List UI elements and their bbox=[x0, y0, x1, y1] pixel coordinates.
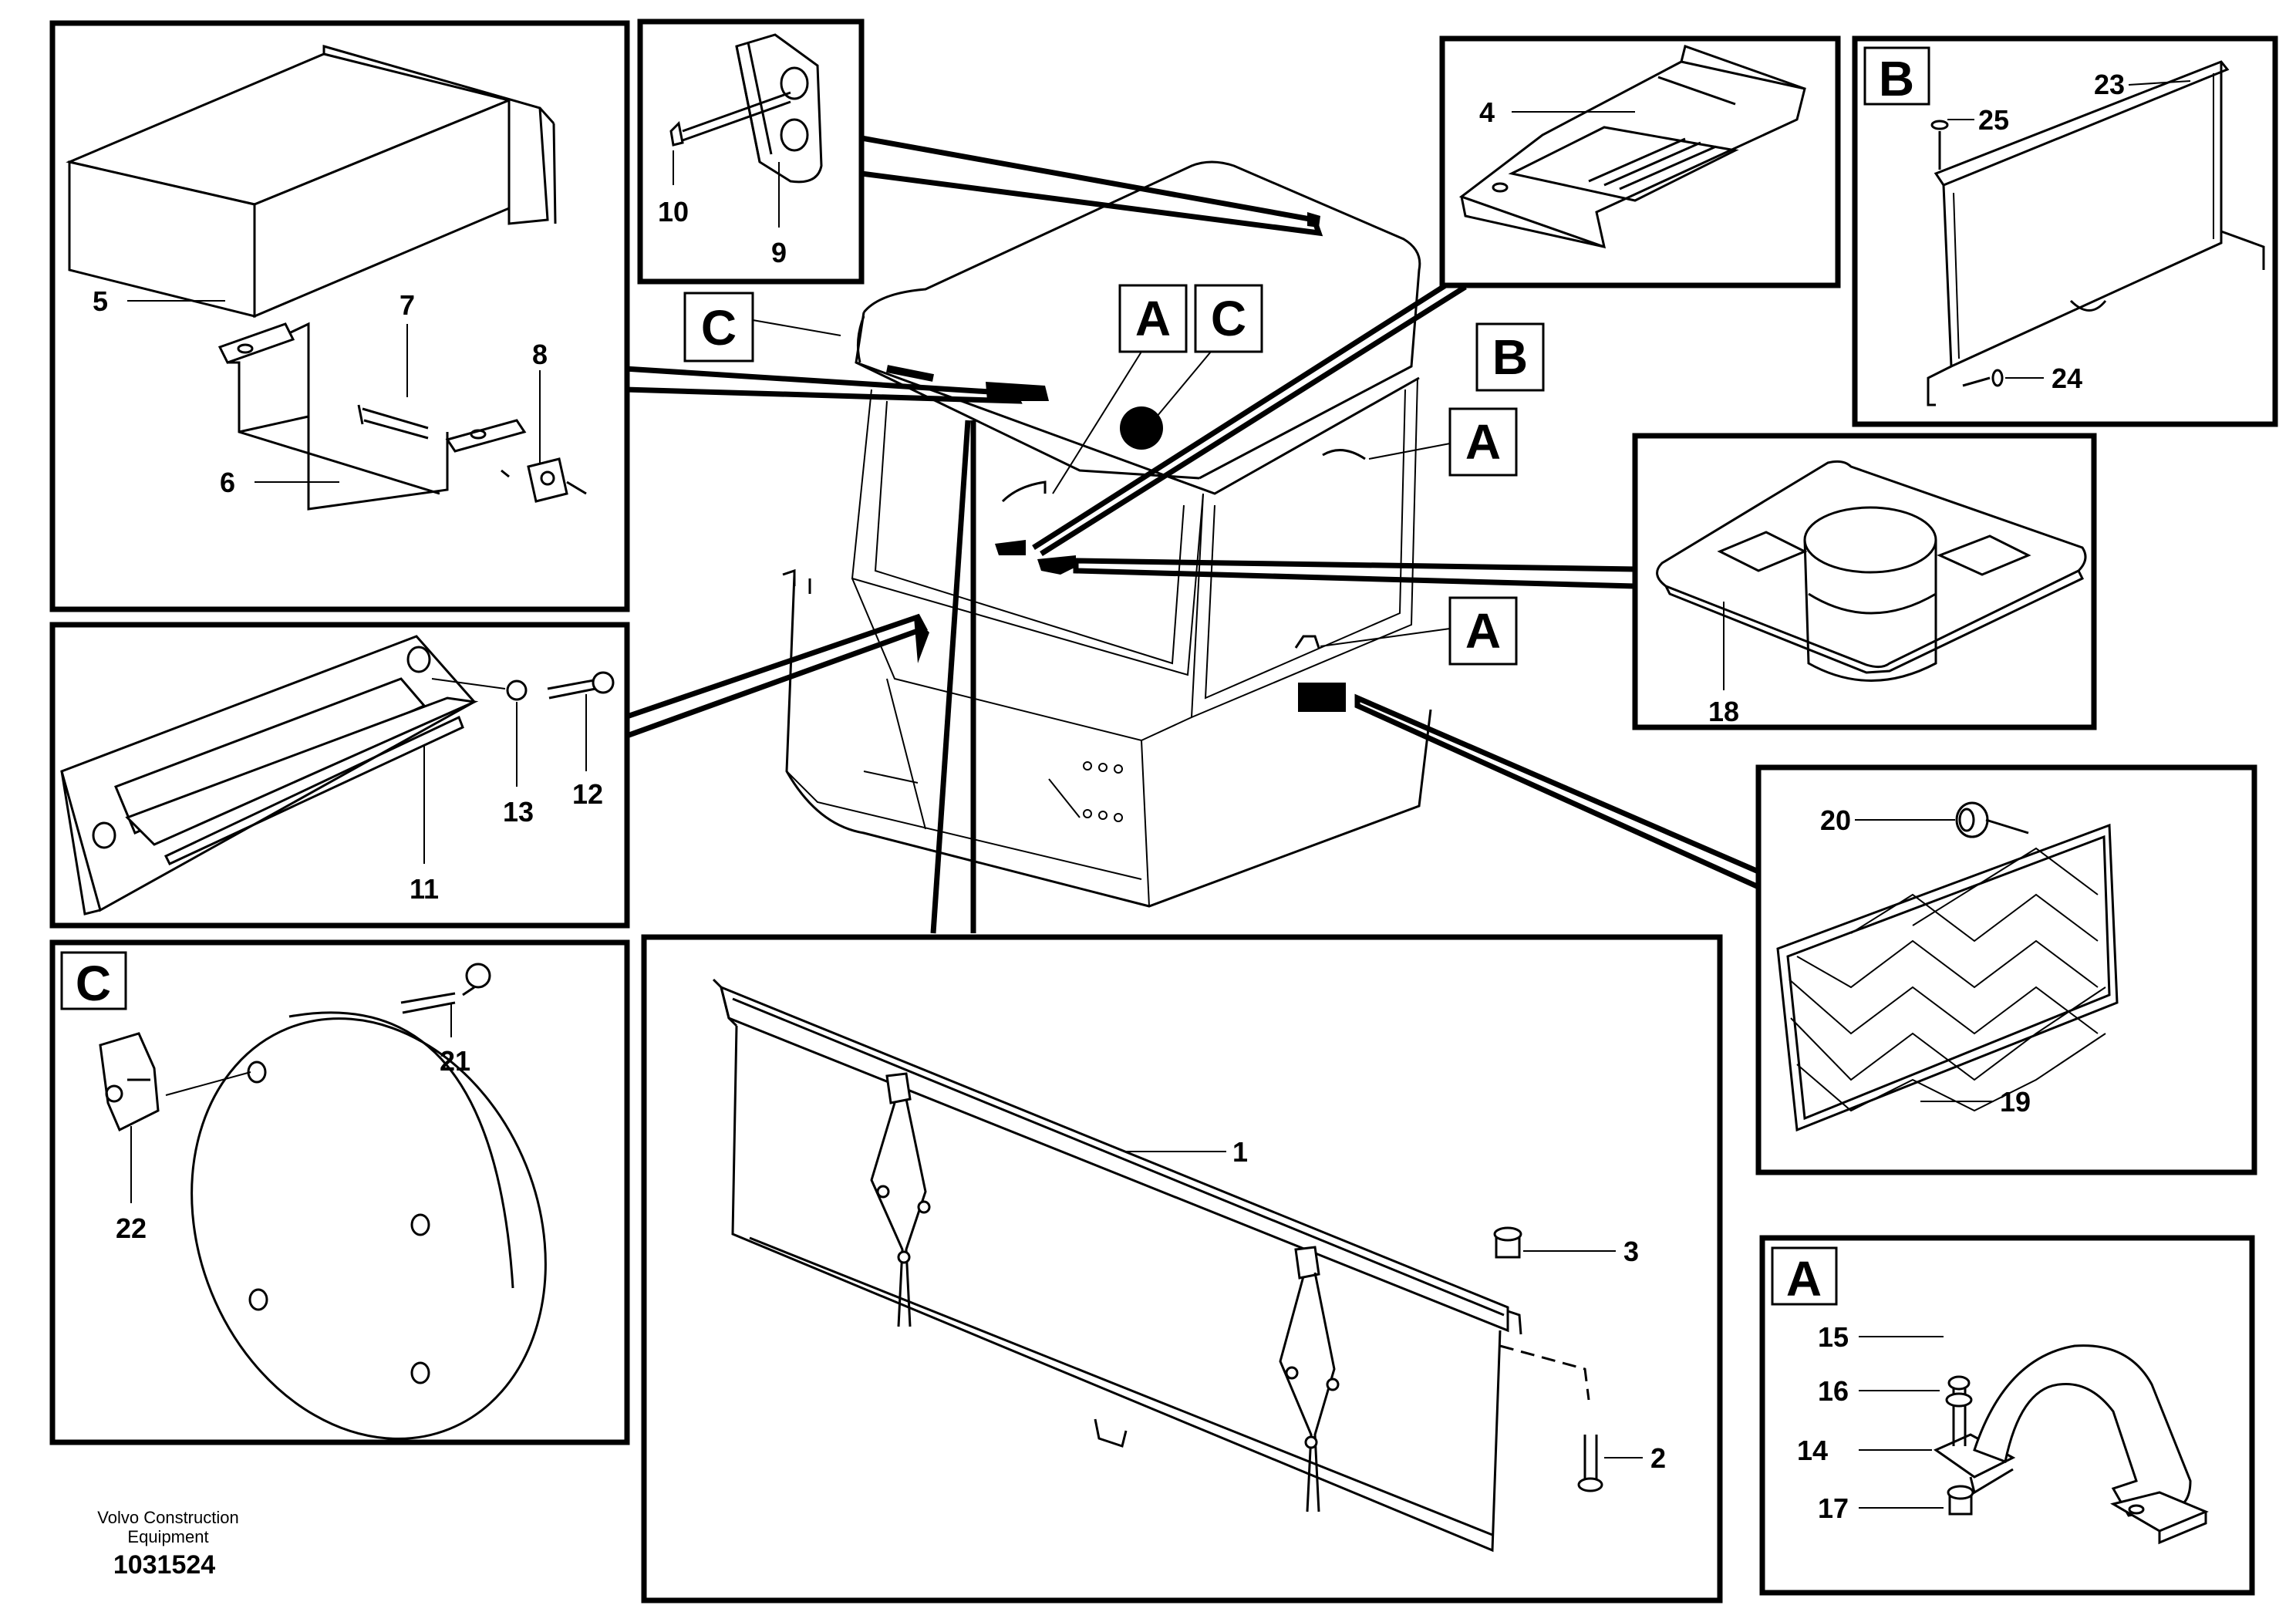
callout-12: 12 bbox=[572, 778, 603, 810]
cab-letter-tags: C A C B A A bbox=[683, 284, 1545, 666]
callout-24: 24 bbox=[2052, 363, 2082, 394]
callout-4: 4 bbox=[1479, 96, 1495, 128]
callout-21: 21 bbox=[440, 1045, 470, 1077]
callout-7: 7 bbox=[400, 289, 415, 321]
callout-11: 11 bbox=[410, 873, 439, 905]
callout-25: 25 bbox=[1978, 104, 2009, 136]
callout-8: 8 bbox=[532, 339, 548, 370]
callout-14: 14 bbox=[1797, 1435, 1828, 1466]
callout-17: 17 bbox=[1818, 1492, 1849, 1524]
callout-9: 9 bbox=[771, 237, 787, 268]
panel-sun-visor: 1 3 2 bbox=[641, 934, 1723, 1603]
callout-16: 16 bbox=[1818, 1375, 1849, 1407]
callout-2: 2 bbox=[1650, 1442, 1666, 1474]
panel-roller-blind: B 23 25 24 bbox=[1852, 35, 2278, 427]
callout-6: 6 bbox=[220, 467, 235, 498]
callout-22: 22 bbox=[116, 1212, 147, 1244]
company-name-line2: Equipment bbox=[127, 1527, 208, 1546]
panel-tray: 4 bbox=[1439, 35, 1841, 288]
tag-a-panel: A bbox=[1786, 1251, 1822, 1307]
cab-illustration bbox=[782, 160, 1432, 908]
tag-c-left: C bbox=[701, 300, 737, 356]
callout-3: 3 bbox=[1623, 1236, 1639, 1267]
callout-18: 18 bbox=[1708, 696, 1739, 727]
callout-23: 23 bbox=[2094, 69, 2125, 100]
panel-door-handle: A 15 16 14 17 bbox=[1759, 1235, 2255, 1596]
panel-cup-holder: 18 bbox=[1632, 433, 2097, 730]
panel-storage-net: 20 19 bbox=[1755, 764, 2257, 1175]
tag-b: B bbox=[1492, 329, 1528, 385]
callout-15: 15 bbox=[1818, 1321, 1849, 1353]
panel-round-cover: C 21 22 bbox=[49, 939, 630, 1445]
panel-grab-handle: 11 13 12 bbox=[49, 622, 630, 929]
panel-hook: 10 9 bbox=[637, 19, 865, 285]
drawing-number: 1031524 bbox=[113, 1550, 215, 1580]
callout-1: 1 bbox=[1232, 1136, 1248, 1168]
tag-c-top: C bbox=[1211, 291, 1246, 346]
callout-10: 10 bbox=[658, 196, 689, 228]
callout-5: 5 bbox=[93, 285, 108, 317]
tag-a-door: A bbox=[1465, 603, 1501, 659]
callout-19: 19 bbox=[2000, 1086, 2031, 1118]
company-name-line1: Volvo Construction bbox=[97, 1508, 238, 1527]
tag-b-panel: B bbox=[1879, 51, 1914, 106]
panel-storage-box: 5 7 8 6 bbox=[49, 20, 630, 612]
panel-leader-lines bbox=[622, 134, 1762, 934]
callout-20: 20 bbox=[1820, 804, 1851, 836]
tag-a-right: A bbox=[1465, 414, 1501, 470]
tag-a-top: A bbox=[1135, 291, 1171, 346]
callout-13: 13 bbox=[503, 796, 534, 828]
tag-c-panel: C bbox=[76, 956, 111, 1011]
footer-block: Volvo Construction Equipment 1031524 bbox=[97, 1508, 238, 1580]
